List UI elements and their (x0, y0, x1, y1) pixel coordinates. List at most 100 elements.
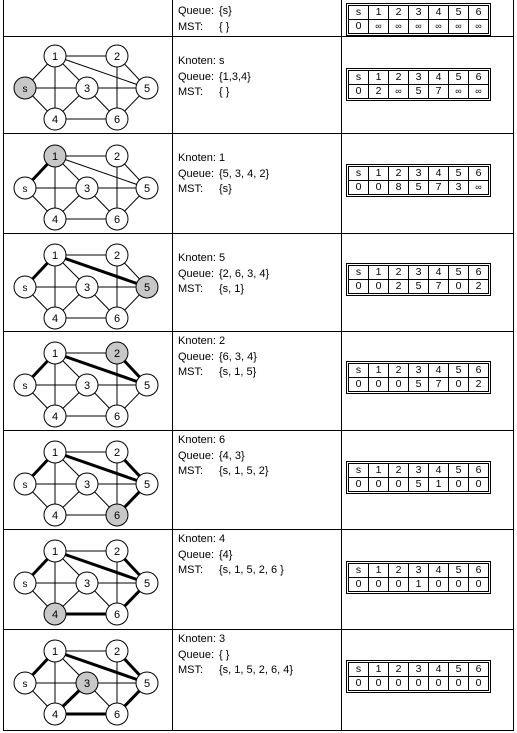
column-divider (341, 630, 342, 730)
distance-cell: 2 (368, 84, 389, 99)
node-6 (105, 503, 129, 527)
distance-cell: ∞ (468, 84, 489, 99)
edge-1-5 (54, 55, 148, 89)
distance-cell: 0 (408, 676, 429, 691)
node-label-3: 3 (84, 578, 90, 590)
queue-line-label: Queue: (178, 350, 215, 363)
column-header: 5 (448, 70, 469, 85)
node-label-s: s (23, 184, 28, 195)
distance-cell: 5 (408, 477, 429, 492)
knoten-line: Knoten: 5 (178, 252, 226, 264)
column-header: 4 (428, 662, 449, 677)
edge-1-5 (54, 155, 148, 189)
distance-cell: 0 (468, 477, 489, 492)
node-label-1: 1 (52, 348, 58, 360)
distance-cell: 0 (448, 577, 469, 592)
step-info: Queue:{s}MST:{ } (178, 4, 232, 35)
distance-cell: 0 (348, 180, 369, 195)
queue-line-label: Queue: (178, 449, 215, 462)
node-label-2: 2 (114, 447, 120, 459)
mst-line: MST:{s, 1} (178, 282, 269, 298)
node-label-3: 3 (84, 380, 90, 392)
column-header: 4 (428, 563, 449, 578)
distance-cell: ∞ (388, 19, 409, 34)
node-s (13, 472, 37, 496)
distance-cell: 0 (448, 676, 469, 691)
node-label-4: 4 (52, 313, 58, 325)
distance-cell: 7 (428, 279, 449, 294)
column-header: 2 (388, 265, 409, 280)
column-header: 5 (448, 563, 469, 578)
distance-cell: 2 (468, 279, 489, 294)
queue-line-label: Queue: (178, 267, 215, 280)
distance-cell: 0 (428, 577, 449, 592)
node-1 (43, 440, 67, 464)
node-2 (105, 639, 129, 663)
node-1 (43, 44, 67, 68)
mst-line-label: MST: (178, 283, 204, 295)
distance-cell: 0 (448, 377, 469, 392)
column-header: 1 (368, 70, 389, 85)
mst-line: MST:{ } (178, 85, 251, 101)
node-label-5: 5 (144, 83, 150, 95)
column-divider (172, 431, 173, 529)
node-5 (135, 373, 159, 397)
mst-line-label: MST: (178, 664, 204, 676)
column-header: 4 (428, 363, 449, 378)
column-header: 2 (388, 563, 409, 578)
column-divider (172, 234, 173, 331)
distance-cell: 0 (388, 577, 409, 592)
column-divider (341, 234, 342, 331)
mst-line-label: MST: (178, 465, 204, 477)
node-label-3: 3 (84, 83, 90, 95)
step-info: Knoten: 4 Queue:{4}MST:{s, 1, 5, 2, 6 } (178, 532, 284, 579)
mst-line: MST:{s, 1, 5, 2, 6 } (178, 563, 284, 579)
node-6 (105, 107, 129, 131)
knoten-line: Knoten: 4 (178, 533, 226, 545)
column-divider (172, 37, 173, 133)
distance-cell: 0 (348, 577, 369, 592)
node-5 (135, 571, 159, 595)
distance-cell: 2 (388, 279, 409, 294)
column-divider (341, 530, 342, 629)
node-label-1: 1 (52, 646, 58, 658)
node-s (13, 671, 37, 695)
queue-line-label: Queue: (178, 167, 215, 180)
distance-cell: 0 (368, 377, 389, 392)
distance-cell: 5 (408, 180, 429, 195)
node-5 (135, 671, 159, 695)
node-label-5: 5 (144, 380, 150, 392)
column-header: 2 (388, 363, 409, 378)
mst-line: MST:{s, 1, 5} (178, 365, 257, 381)
column-divider (341, 134, 342, 233)
column-header: 2 (388, 5, 409, 20)
column-header: 1 (368, 5, 389, 20)
mst-line: MST:{s, 1, 5, 2} (178, 464, 269, 480)
column-header: s (348, 363, 369, 378)
queue-line: Queue:{4, 3} (178, 449, 269, 465)
node-label-5: 5 (144, 183, 150, 195)
queue-line: Queue:{4} (178, 548, 284, 564)
column-header: 1 (368, 363, 389, 378)
node-label-1: 1 (52, 151, 58, 163)
node-6 (105, 207, 129, 231)
column-header: 3 (408, 70, 429, 85)
mst-line-label: MST: (178, 183, 204, 195)
node-4 (43, 207, 67, 231)
queue-line-label: Queue: (178, 648, 215, 661)
node-label-6: 6 (114, 609, 120, 621)
mst-line: MST:{s} (178, 182, 269, 198)
distance-cell: 0 (348, 676, 369, 691)
queue-line-value: { } (219, 648, 230, 661)
knoten-line: Knoten: 2 (178, 335, 226, 347)
